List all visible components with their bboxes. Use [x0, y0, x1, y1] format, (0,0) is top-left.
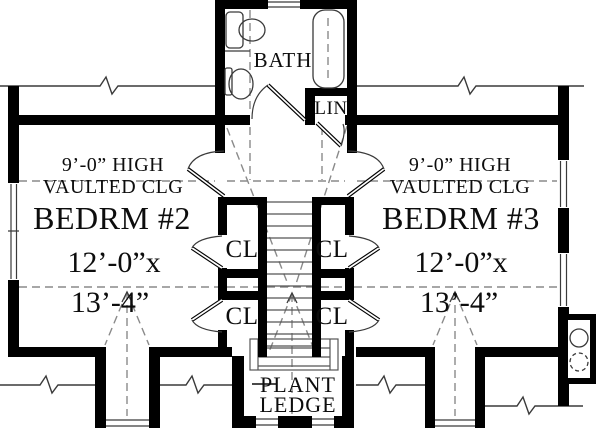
closet-door-arc [348, 235, 380, 249]
linen-door-leaf-core [316, 122, 342, 147]
bedroom3-dim-line1: 12’-0”x [414, 246, 507, 279]
windows [8, 1, 568, 427]
chimney-flues [569, 328, 589, 372]
plant-ledge-label-line1: PLANT [260, 372, 336, 397]
roofline-top-left [0, 75, 215, 96]
dashed-lines [19, 10, 557, 416]
bath-label: BATH [254, 48, 313, 72]
closet-lower-left-label: CL [226, 303, 259, 330]
plant-ledge-steps [257, 339, 331, 370]
doors [186, 83, 386, 333]
bath-window [268, 1, 300, 8]
closet-door-leaf-core [348, 247, 380, 269]
roofline-top-right [353, 75, 584, 96]
roofline-bottom-right [478, 395, 583, 416]
bedroom2-dim-line1: 12’-0”x [67, 246, 160, 279]
bath-door-arc [251, 84, 269, 120]
linen-door [315, 121, 345, 148]
bath-door-leaf-core [267, 84, 306, 121]
right-wall-window-lower [559, 254, 568, 306]
vanity-counter [225, 11, 244, 49]
closet-upper-right-label: CL [316, 236, 349, 263]
closet-door-leaf-core [348, 299, 380, 321]
bedroom3-door-leaf-core [347, 168, 385, 197]
bedroom3-dim-line2: 13’-4” [420, 286, 498, 319]
chimney-interior [568, 320, 590, 378]
flue-dashed [569, 352, 589, 372]
stair-arrowhead [286, 291, 298, 304]
bedroom2-door-leaf-core [187, 168, 225, 197]
bedroom3-ceiling-line1: 9’-0” HIGH [409, 154, 511, 176]
roofline-bottom-mid-right [356, 374, 425, 395]
bedroom3-door [346, 150, 386, 198]
bath-door [251, 83, 307, 122]
stair-treads [267, 201, 312, 347]
plant-ledge-outline [249, 338, 339, 371]
toilet-tank [224, 67, 233, 96]
roofline-bottom-mid-left [160, 374, 232, 395]
closet-door-leaf-core [191, 299, 223, 321]
closet-upper-left-door [190, 235, 224, 270]
closet-door-leaf-core [191, 247, 223, 269]
bedroom2-door [186, 150, 226, 198]
sink [238, 18, 266, 42]
bedroom2-door-arc [187, 150, 225, 170]
closet-door-arc [348, 319, 380, 333]
stair-direction-dashes [268, 293, 316, 414]
plant-ledge-label-line2: LEDGE [259, 392, 336, 417]
linen-label: LIN [314, 98, 347, 119]
bedroom3-door-arc [347, 150, 385, 170]
bay-windows [256, 418, 334, 426]
bathtub [312, 9, 345, 89]
bedroom2-ceiling-line1: 9’-0” HIGH [62, 154, 164, 176]
labels: BATH LIN 9’-0” HIGH VAULTED CLG BEDRM #2… [33, 48, 540, 417]
left-dormer-window [106, 419, 149, 427]
left-dormer-direction-dashes [104, 291, 150, 416]
right-wall-window-upper [559, 161, 568, 207]
toilet-bowl [228, 68, 254, 100]
staircase [267, 201, 312, 347]
bedroom2-ceiling-line2: VAULTED CLG [43, 176, 184, 198]
bath-fixtures [224, 9, 345, 100]
closet-lower-left-door [190, 298, 224, 333]
right-dormer-direction-dashes [432, 291, 478, 416]
closet-lower-right-label: CL [316, 303, 349, 330]
closet-upper-left-label: CL [226, 236, 259, 263]
direction-arrowheads [121, 290, 461, 304]
flue-solid [569, 328, 589, 348]
right-dormer-arrowhead [449, 290, 461, 303]
hall-ceiling-dashes [226, 125, 348, 288]
left-dormer-arrowhead [121, 290, 133, 303]
linen-door-arc [340, 123, 345, 147]
bedroom2-name: BEDRM #2 [33, 200, 191, 236]
right-dormer-window [435, 419, 475, 427]
bedroom2-dim-line2: 13’-4” [71, 286, 149, 319]
closet-upper-right-door [347, 235, 381, 270]
bedroom3-name: BEDRM #3 [382, 200, 540, 236]
left-wall-window [8, 184, 19, 279]
bedroom3-ceiling-line2: VAULTED CLG [390, 176, 531, 198]
closet-door-arc [191, 235, 223, 249]
plant-ledge-box [249, 338, 339, 371]
roof-outline-lines [0, 75, 584, 416]
closet-door-arc [191, 319, 223, 333]
roofline-bottom-left [0, 374, 95, 395]
closet-lower-right-door [347, 298, 381, 333]
